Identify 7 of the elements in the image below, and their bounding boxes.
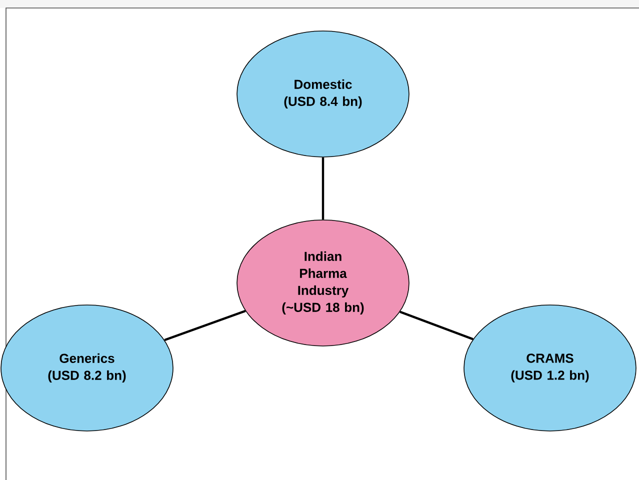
connector-line bbox=[164, 310, 246, 342]
ellipse-node: CRAMS (USD 1.2 bn) bbox=[464, 304, 636, 432]
ellipse-node: Indian Pharma Industry (~USD 18 bn) bbox=[236, 220, 410, 346]
ellipse-node: Generics (USD 8.2 bn) bbox=[0, 304, 174, 432]
connector-line bbox=[400, 310, 474, 340]
ellipse-node: Domestic (USD 8.4 bn) bbox=[236, 30, 410, 158]
connector-line bbox=[322, 157, 324, 220]
